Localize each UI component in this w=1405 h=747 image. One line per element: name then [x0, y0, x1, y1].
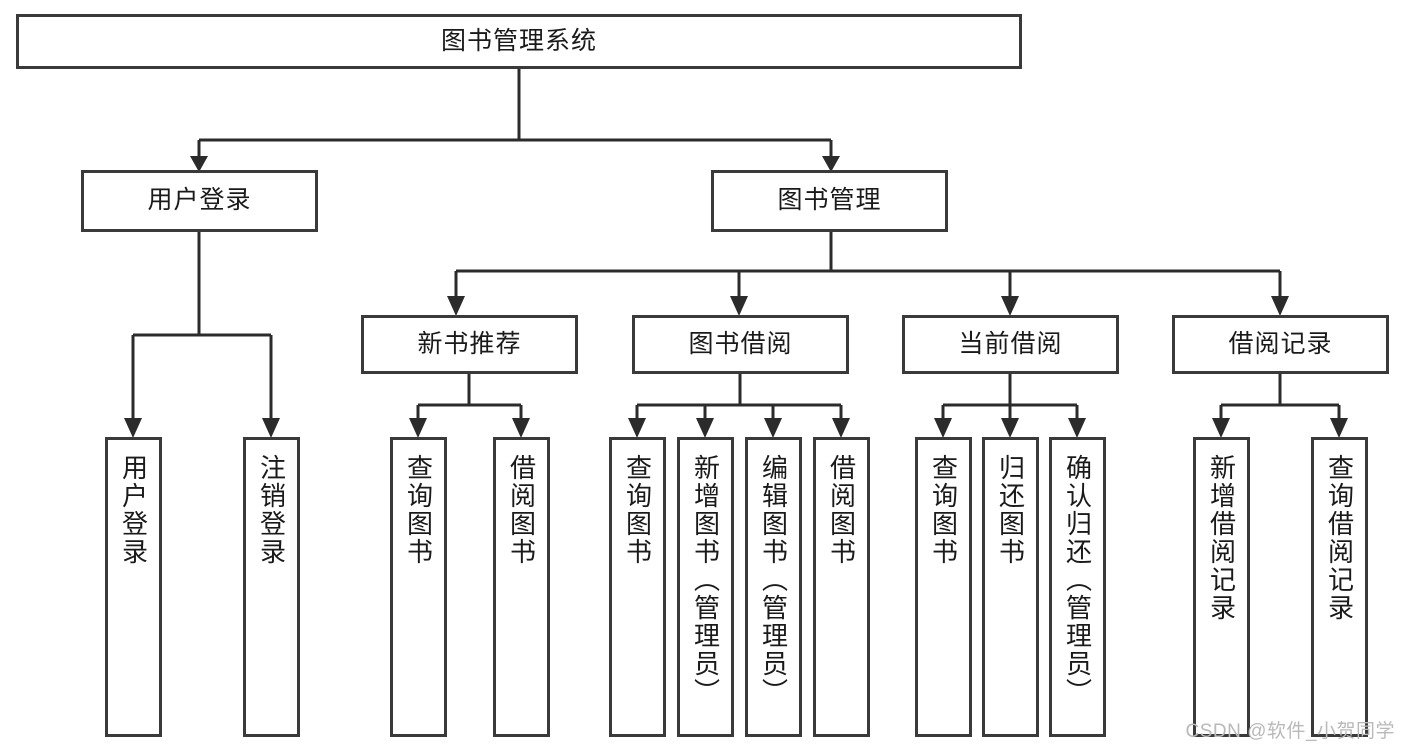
- leaf-user-login-logout[interactable]: 注销登录: [243, 437, 300, 737]
- leaf-borrow-record-add-label: 新增借阅记录: [1206, 454, 1237, 622]
- node-book-borrow[interactable]: 图书借阅: [632, 315, 849, 374]
- leaf-current-borrow-query-label: 查询图书: [928, 454, 959, 566]
- leaf-current-borrow-confirm-return[interactable]: 确认归还（管理员）: [1049, 437, 1106, 737]
- arrow-userlogin-leaf-0: [124, 418, 142, 438]
- arrow-current-leaf-0: [934, 418, 952, 438]
- leaf-user-login-logout-label: 注销登录: [256, 454, 287, 566]
- node-root-label: 图书管理系统: [440, 26, 597, 55]
- leaf-new-book-query[interactable]: 查询图书: [390, 437, 447, 737]
- arrow-bookmgmt-child-3: [1271, 296, 1289, 316]
- arrow-bookmgmt-child-2: [1001, 296, 1019, 316]
- arrow-root-to-bookmgmt: [822, 156, 840, 172]
- arrow-borrow-leaf-1: [696, 418, 714, 438]
- leaf-borrow-record-query-label: 查询借阅记录: [1324, 454, 1355, 622]
- arrow-newbook-leaf-1: [512, 418, 530, 438]
- arrow-current-leaf-1: [1001, 418, 1019, 438]
- leaf-user-login-login[interactable]: 用户登录: [105, 437, 162, 737]
- leaf-current-borrow-return-label: 归还图书: [995, 454, 1026, 566]
- leaf-book-borrow-borrow[interactable]: 借阅图书: [813, 437, 870, 737]
- arrow-borrow-leaf-0: [628, 418, 646, 438]
- leaf-new-book-query-label: 查询图书: [403, 454, 434, 566]
- arrow-borrow-leaf-3: [832, 418, 850, 438]
- node-borrow-record-label: 借阅记录: [1228, 329, 1333, 358]
- arrow-record-leaf-1: [1330, 418, 1348, 438]
- node-new-book-recommend-label: 新书推荐: [417, 329, 522, 358]
- arrow-current-leaf-2: [1068, 418, 1086, 438]
- leaf-current-borrow-query[interactable]: 查询图书: [915, 437, 972, 737]
- arrow-record-leaf-0: [1212, 418, 1230, 438]
- arrow-borrow-leaf-2: [764, 418, 782, 438]
- node-new-book-recommend[interactable]: 新书推荐: [361, 315, 578, 374]
- leaf-book-borrow-borrow-label: 借阅图书: [826, 454, 857, 566]
- node-book-borrow-label: 图书借阅: [688, 329, 793, 358]
- node-borrow-record[interactable]: 借阅记录: [1172, 315, 1389, 374]
- leaf-user-login-login-label: 用户登录: [118, 454, 149, 566]
- leaf-new-book-borrow-label: 借阅图书: [506, 454, 537, 566]
- leaf-current-borrow-return[interactable]: 归还图书: [982, 437, 1039, 737]
- arrow-newbook-leaf-0: [409, 418, 427, 438]
- leaf-book-borrow-add[interactable]: 新增图书（管理员）: [677, 437, 734, 737]
- node-book-management[interactable]: 图书管理: [711, 170, 948, 232]
- node-book-management-label: 图书管理: [777, 186, 882, 215]
- leaf-book-borrow-add-label: 新增图书（管理员）: [690, 454, 721, 706]
- node-current-borrow[interactable]: 当前借阅: [902, 315, 1119, 374]
- leaf-borrow-record-add[interactable]: 新增借阅记录: [1193, 437, 1250, 737]
- leaf-book-borrow-edit[interactable]: 编辑图书（管理员）: [745, 437, 802, 737]
- arrow-userlogin-leaf-1: [262, 418, 280, 438]
- arrow-bookmgmt-child-1: [730, 296, 748, 316]
- leaf-current-borrow-confirm-return-label: 确认归还（管理员）: [1062, 454, 1093, 706]
- leaf-book-borrow-query-label: 查询图书: [622, 454, 653, 566]
- arrow-root-to-userlogin: [190, 156, 208, 172]
- node-user-login-label: 用户登录: [147, 186, 252, 215]
- node-user-login[interactable]: 用户登录: [81, 170, 318, 232]
- node-current-borrow-label: 当前借阅: [958, 329, 1063, 358]
- leaf-book-borrow-edit-label: 编辑图书（管理员）: [758, 454, 789, 706]
- node-root-book-management-system[interactable]: 图书管理系统: [16, 14, 1022, 69]
- leaf-borrow-record-query[interactable]: 查询借阅记录: [1311, 437, 1368, 737]
- arrow-bookmgmt-child-0: [447, 296, 465, 316]
- leaf-new-book-borrow[interactable]: 借阅图书: [493, 437, 550, 737]
- leaf-book-borrow-query[interactable]: 查询图书: [609, 437, 666, 737]
